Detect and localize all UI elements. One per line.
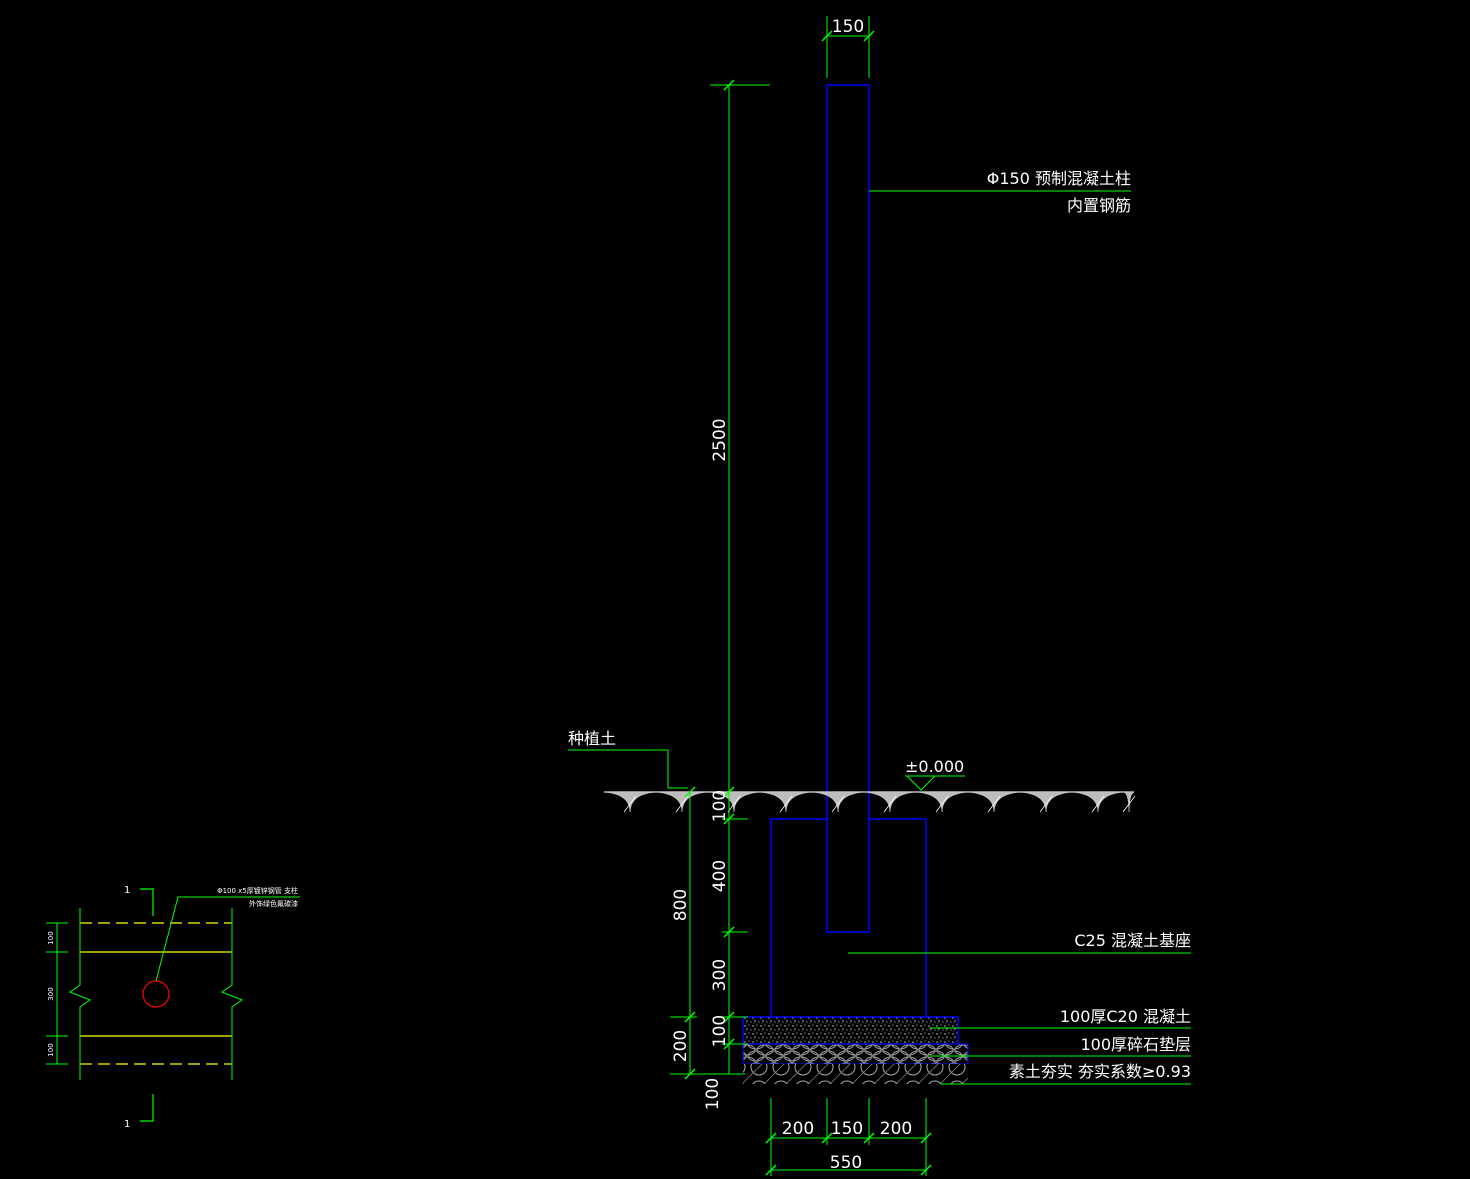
- ground-hatch-stroke: [727, 795, 741, 813]
- ground-hatch-mark: [811, 791, 865, 813]
- ground-hatch-mark: [863, 791, 917, 813]
- ground-hatch-stroke: [935, 795, 949, 813]
- section-dim-100-bottom: 100: [47, 1043, 55, 1056]
- ground-hatch-mark: [1123, 791, 1135, 813]
- ground-hatch-mark: [967, 791, 1021, 813]
- c20-label: 100厚C20 混凝土: [1060, 1007, 1191, 1026]
- dimension-2500: 2500: [710, 79, 770, 798]
- column-label-1: Φ150 预制混凝土柱: [987, 169, 1131, 188]
- base-label: C25 混凝土基座: [1074, 931, 1191, 950]
- dim-300: 300: [710, 959, 730, 991]
- ground-hatch-mark: [603, 791, 657, 813]
- dimension-chain-inner: 100 400 300 100 100: [703, 790, 748, 1110]
- ground-hatch-stroke: [675, 795, 689, 813]
- section-detail: 1 1 Φ100 x5厚镀锌钢管 支柱 外饰绿色氟碳漆 100 300 100: [46, 885, 300, 1130]
- ground-hatch-mark: [1071, 791, 1125, 813]
- planting-soil-label: 种植土: [568, 729, 616, 748]
- dim-200: 200: [671, 1030, 691, 1062]
- ground-hatch-stroke: [831, 795, 845, 813]
- concrete-base: [770, 818, 927, 1017]
- column-label-2: 内置钢筋: [1067, 196, 1131, 215]
- dim-100-b: 100: [710, 1015, 730, 1047]
- pipe-section-circle: [142, 980, 170, 1008]
- dimension-bottom: 200 150 200 550: [765, 1098, 932, 1176]
- ground-hatch-mark: [1019, 791, 1073, 813]
- dim-top-width: 150: [832, 17, 864, 37]
- ground-hatch-stroke: [779, 795, 793, 813]
- dim-bottom-200-left: 200: [782, 1119, 814, 1139]
- c20-leader: 100厚C20 混凝土: [930, 1007, 1191, 1029]
- c20-concrete-layer: [742, 1016, 959, 1045]
- dim-400: 400: [710, 860, 730, 892]
- elevation-label: ±0.000: [905, 757, 964, 776]
- ground-hatch-mark: [915, 791, 969, 813]
- section-mark-bottom: 1: [124, 1119, 130, 1130]
- ground-hatch-stroke: [883, 795, 897, 813]
- planting-soil-leader: 种植土: [568, 729, 688, 789]
- ground-hatch-mark: [759, 791, 813, 813]
- dim-800: 800: [671, 889, 691, 921]
- dimension-chain-outer: 800 200: [670, 786, 745, 1080]
- dim-100-a: 100: [710, 790, 730, 822]
- gravel-label: 100厚碎石垫层: [1080, 1035, 1191, 1054]
- ground-hatch-mark: [655, 791, 709, 813]
- column-leader: Φ150 预制混凝土柱 内置钢筋: [869, 169, 1131, 215]
- gravel-leader: 100厚碎石垫层: [930, 1035, 1191, 1057]
- section-dim-100-top: 100: [47, 931, 55, 944]
- ground-hatch-stroke: [1039, 795, 1053, 813]
- ground-hatch-stroke: [1091, 795, 1105, 813]
- section-note-1: Φ100 x5厚镀锌钢管 支柱: [217, 886, 298, 895]
- section-dim-300: 300: [47, 987, 55, 1000]
- dim-bottom-total: 550: [830, 1153, 862, 1173]
- compacted-soil-layer: [743, 1064, 968, 1084]
- precast-column: [826, 84, 870, 933]
- ground-hatch-mark: [707, 791, 761, 813]
- ground-hatch-stroke: [987, 795, 1001, 813]
- ground-hatch-stroke: [623, 795, 637, 813]
- ground-line: [603, 791, 1136, 813]
- dim-100-d: 100: [703, 1078, 723, 1110]
- section-note-2: 外饰绿色氟碳漆: [249, 899, 298, 908]
- ground-hatch-stroke: [1122, 795, 1136, 813]
- soil-label: 素土夯实 夯实系数≥0.93: [1009, 1062, 1191, 1081]
- section-mark-top: 1: [124, 885, 130, 896]
- soil-leader: 素土夯实 夯实系数≥0.93: [940, 1062, 1191, 1085]
- elevation-mark: ±0.000: [905, 757, 965, 791]
- base-leader: C25 混凝土基座: [848, 931, 1191, 954]
- gravel-layer: [742, 1043, 969, 1065]
- dimension-top-150: 150: [821, 16, 875, 78]
- dim-column-height: 2500: [710, 418, 730, 461]
- dim-bottom-200-right: 200: [880, 1119, 912, 1139]
- dim-bottom-150: 150: [831, 1119, 863, 1139]
